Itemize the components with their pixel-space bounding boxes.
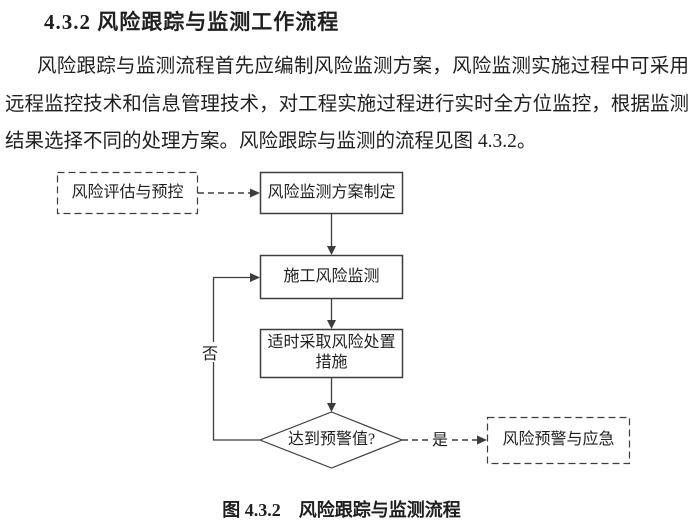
edge-label-no: 否 (200, 342, 220, 363)
figure-caption: 图 4.3.2 风险跟踪与监测流程 (222, 500, 461, 520)
node-threshold-decision: 达到预警值? (287, 431, 376, 448)
edge-decision-no-loop (212, 276, 260, 441)
arrowhead-treatment-to-decision (327, 403, 336, 412)
node-monitoring-plan: 风险监测方案制定 (267, 183, 396, 201)
arrowhead-plan-to-monitoring (327, 246, 336, 255)
warning-response-box-outline (486, 416, 631, 465)
body-paragraph: 风险跟踪与监测流程首先应编制风险监测方案，风险监测实施过程中可采用远程监控技术和… (5, 56, 689, 152)
node-risk-treatment: 适时采取风险处置措施 (267, 334, 396, 371)
arrowhead-monitoring-to-treatment (327, 320, 336, 329)
arrowhead-no-loop (250, 273, 260, 282)
node-warning-response: 风险预警与应急 (502, 431, 615, 448)
edge-label-yes: 是 (430, 428, 450, 449)
arrowhead-assessment-to-plan (250, 188, 260, 198)
arrowhead-decision-yes (477, 435, 487, 445)
threshold-decision-diamond-outline (258, 411, 404, 469)
node-risk-assessment: 风险评估与预控 (71, 183, 184, 201)
node-construction-monitoring: 施工风险监测 (283, 267, 380, 285)
section-heading: 4.3.2 风险跟踪与监测工作流程 (44, 10, 340, 34)
risk-assessment-box-outline (56, 171, 199, 215)
